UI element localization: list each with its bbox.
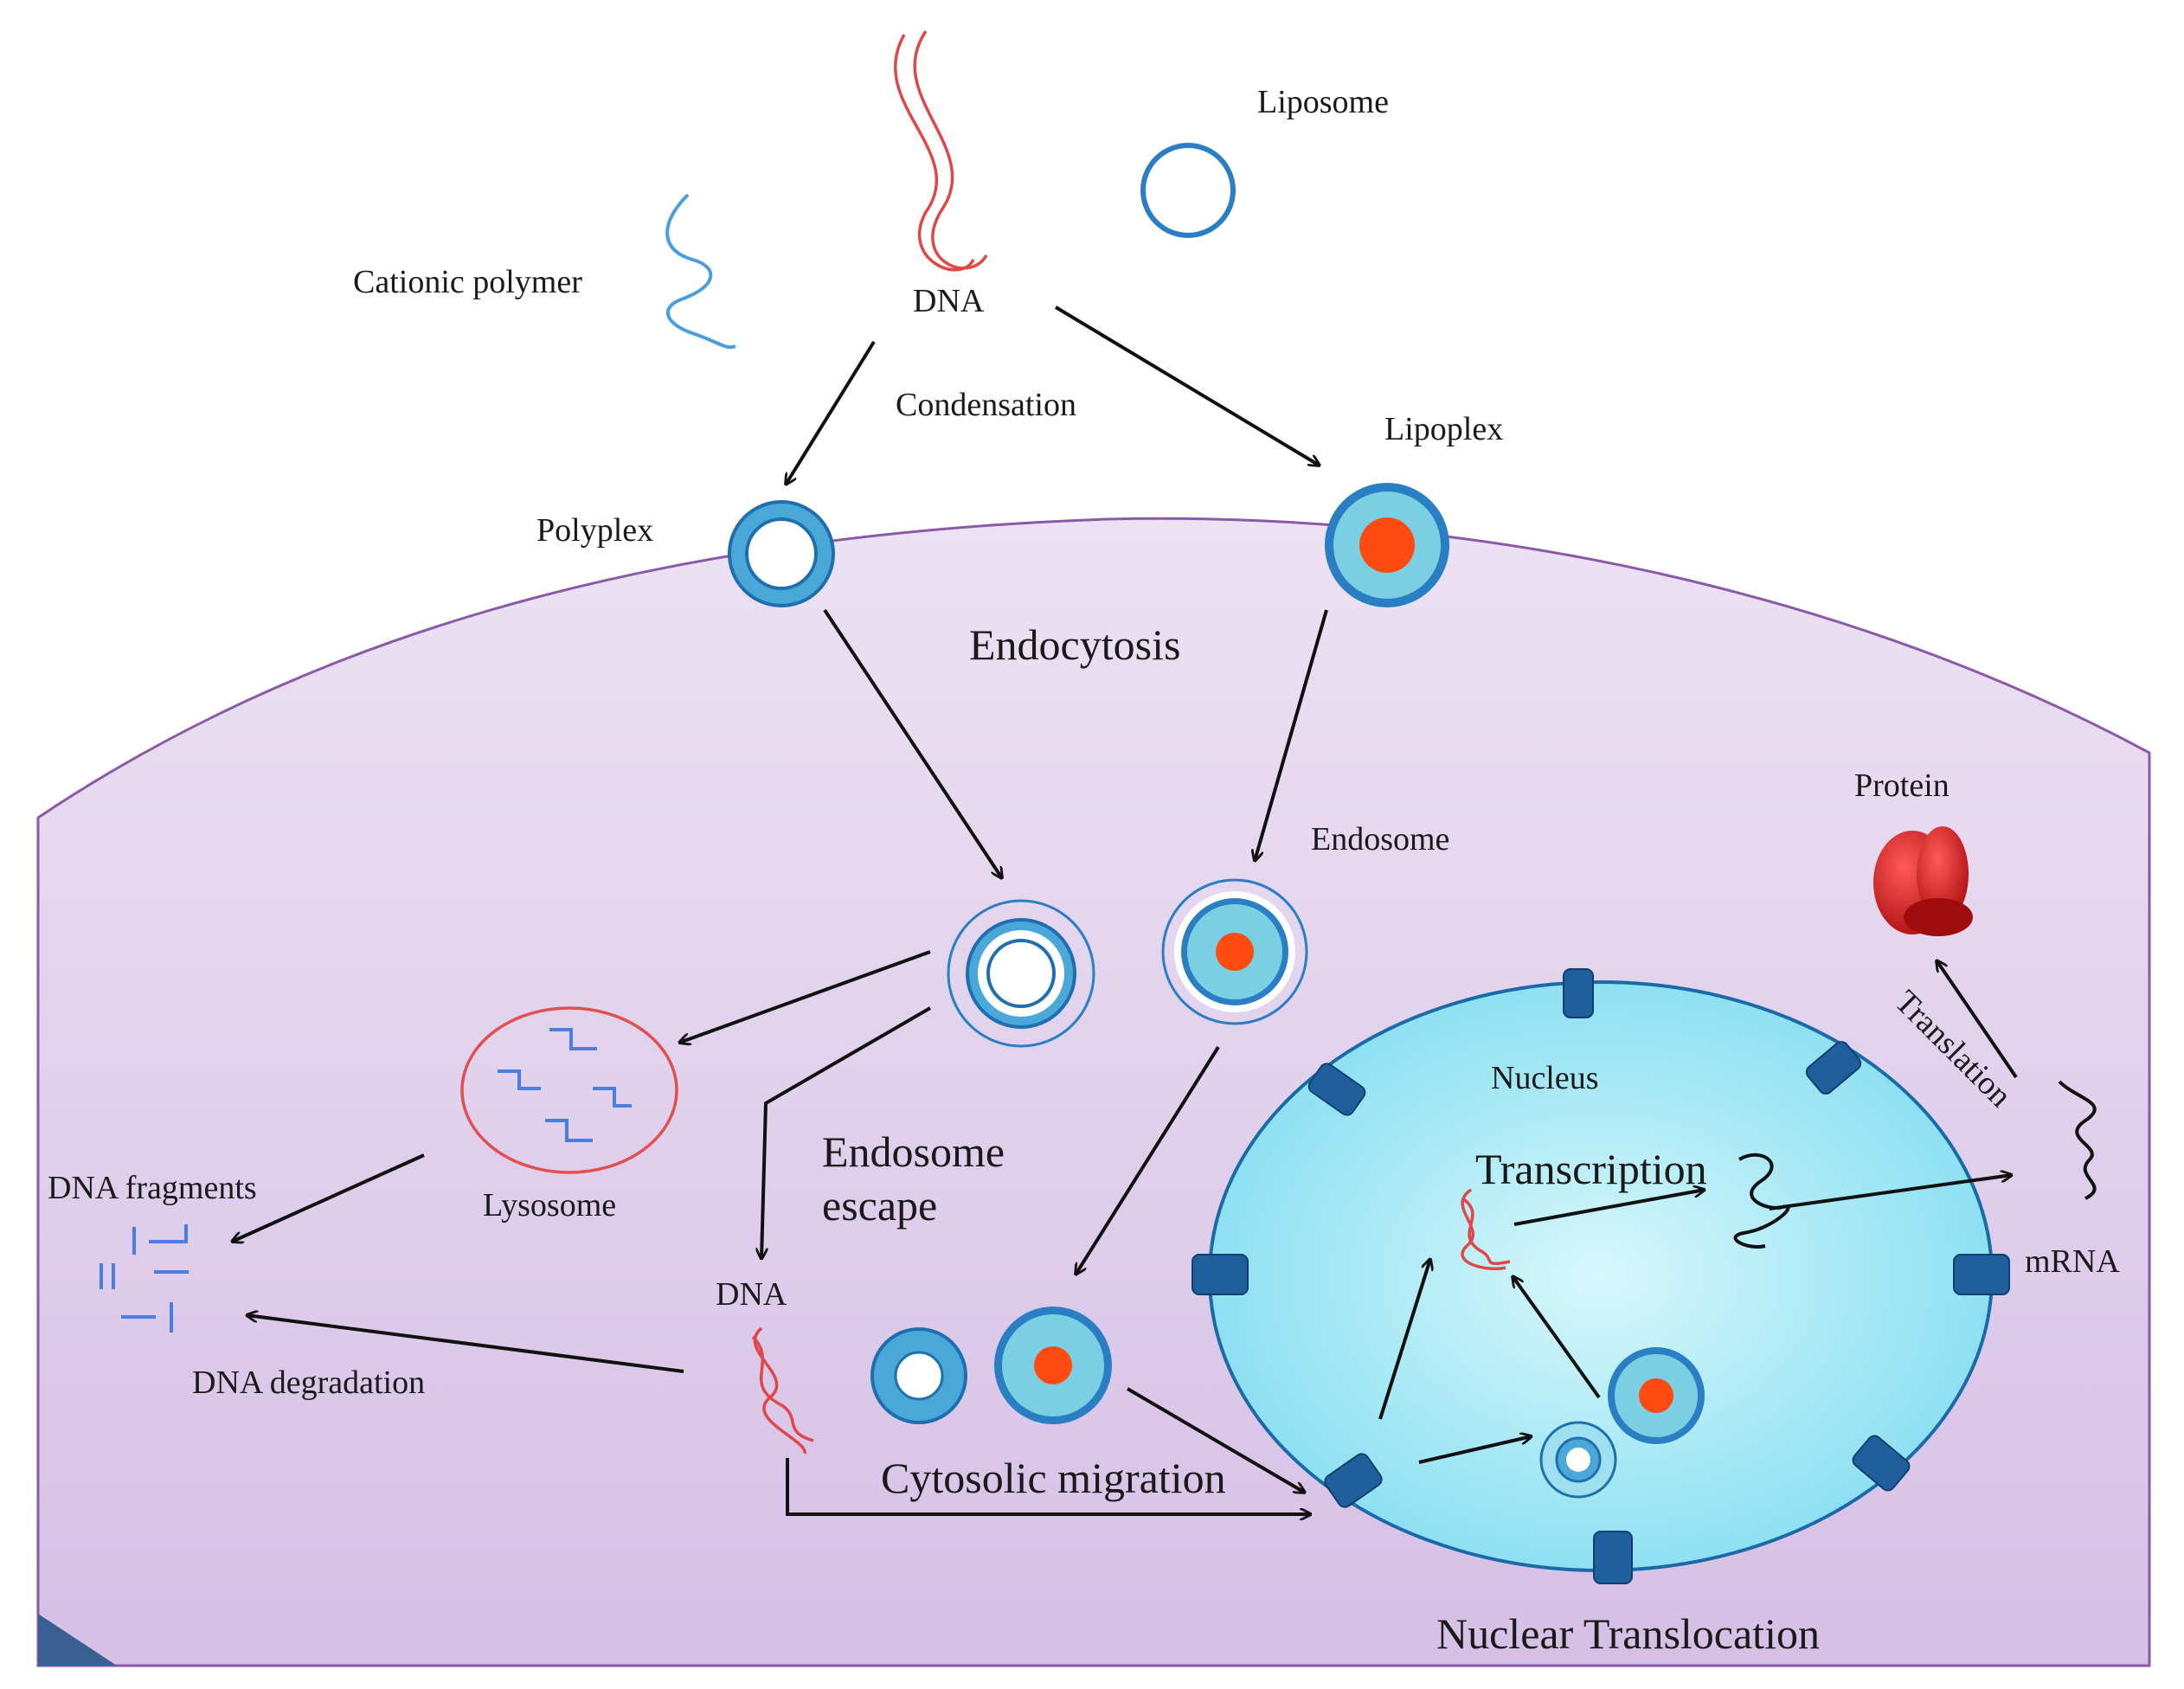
label-cationic-polymer: Cationic polymer xyxy=(353,264,582,300)
nuclear-pore xyxy=(1593,1531,1633,1584)
label-endocytosis: Endocytosis xyxy=(969,620,1180,669)
arrow-endosome-to-lysosome xyxy=(679,950,931,1043)
endosome-lipoplex-icon xyxy=(1161,878,1308,1025)
label-polyplex: Polyplex xyxy=(536,512,653,549)
arrow-lipoplex-to-dna xyxy=(1513,1276,1601,1399)
label-liposome: Liposome xyxy=(1257,84,1389,120)
endosome-polyplex-icon xyxy=(947,899,1095,1048)
nuclear-pores xyxy=(1192,968,2010,1584)
cytosolic-polyplex-icon xyxy=(870,1327,967,1424)
label-lipoplex: Lipoplex xyxy=(1384,411,1503,447)
free-dna-icon xyxy=(751,1326,814,1455)
nucleus-lipoplex-icon xyxy=(1608,1347,1705,1444)
label-condensation: Condensation xyxy=(896,387,1076,423)
arrow-dna-to-lipoplex xyxy=(1054,305,1320,466)
lysosome-fragments xyxy=(498,1028,632,1142)
polyplex-icon xyxy=(728,500,835,607)
nuclear-pore xyxy=(1324,1453,1383,1508)
nuclear-dna-icon xyxy=(1461,1188,1511,1270)
arrow-endosome-to-cytosol xyxy=(1076,1045,1220,1275)
protein-icon xyxy=(1873,826,1973,936)
arrow-endosome-escape xyxy=(761,1006,932,1259)
label-dna-top: DNA xyxy=(913,283,985,319)
arrow-dna-to-nucleus xyxy=(786,1458,1311,1514)
label-mrna: mRNA xyxy=(2025,1243,2120,1280)
label-protein: Protein xyxy=(1854,767,1950,804)
label-lysosome: Lysosome xyxy=(483,1187,616,1223)
lysosome-icon xyxy=(460,1006,678,1174)
liposome-icon xyxy=(1140,143,1236,238)
arrow-lipoplex-to-endosome xyxy=(1255,609,1328,861)
lipoplex-icon xyxy=(1325,483,1449,607)
arrow-lysosome-to-fragments xyxy=(232,1153,425,1242)
cationic-polymer-icon xyxy=(665,193,736,350)
nucleus-polyplex-icon xyxy=(1539,1421,1617,1499)
label-transcription: Transcription xyxy=(1475,1145,1707,1193)
label-nuclear-translocation: Nuclear Translocation xyxy=(1436,1609,1820,1658)
nuclear-pore xyxy=(1852,1435,1911,1492)
dna-helix-icon xyxy=(893,30,988,272)
label-endosome-escape-line1: Endosome xyxy=(822,1127,1005,1176)
mrna-icon xyxy=(2058,1080,2097,1200)
arrow-translation xyxy=(1937,960,2018,1079)
nuclear-pore xyxy=(1307,1063,1366,1116)
nuclear-pore xyxy=(1953,1254,2010,1295)
label-endosome: Endosome xyxy=(1311,821,1449,857)
arrow-pore-to-dna xyxy=(1378,1259,1430,1420)
dna-fragments-icon xyxy=(100,1224,189,1333)
nuclear-pore xyxy=(1805,1041,1862,1095)
label-nucleus: Nucleus xyxy=(1491,1060,1599,1096)
cytosolic-lipoplex-icon xyxy=(994,1307,1112,1424)
arrow-mrna-export xyxy=(1769,1175,2012,1211)
arrow-pore-to-nucleus-polyplex xyxy=(1418,1436,1532,1464)
label-dna-fragments: DNA fragments xyxy=(48,1170,257,1206)
label-endosome-escape-line2: escape xyxy=(822,1181,937,1230)
nuclear-pore xyxy=(1192,1254,1249,1295)
arrow-cytosol-to-nucleus xyxy=(1126,1387,1305,1493)
arrow-dna-degradation xyxy=(247,1315,684,1373)
arrow-polyplex-to-endosome xyxy=(823,608,1002,878)
label-cytosolic-migration: Cytosolic migration xyxy=(881,1454,1226,1502)
label-dna-mid: DNA xyxy=(716,1276,787,1313)
arrow-dna-to-polyplex xyxy=(786,340,876,485)
label-dna-degradation: DNA degradation xyxy=(192,1365,425,1401)
nuclear-pore xyxy=(1563,968,1594,1018)
arrow-transcription xyxy=(1513,1190,1705,1226)
cell-corner-shadow xyxy=(38,1614,117,1666)
